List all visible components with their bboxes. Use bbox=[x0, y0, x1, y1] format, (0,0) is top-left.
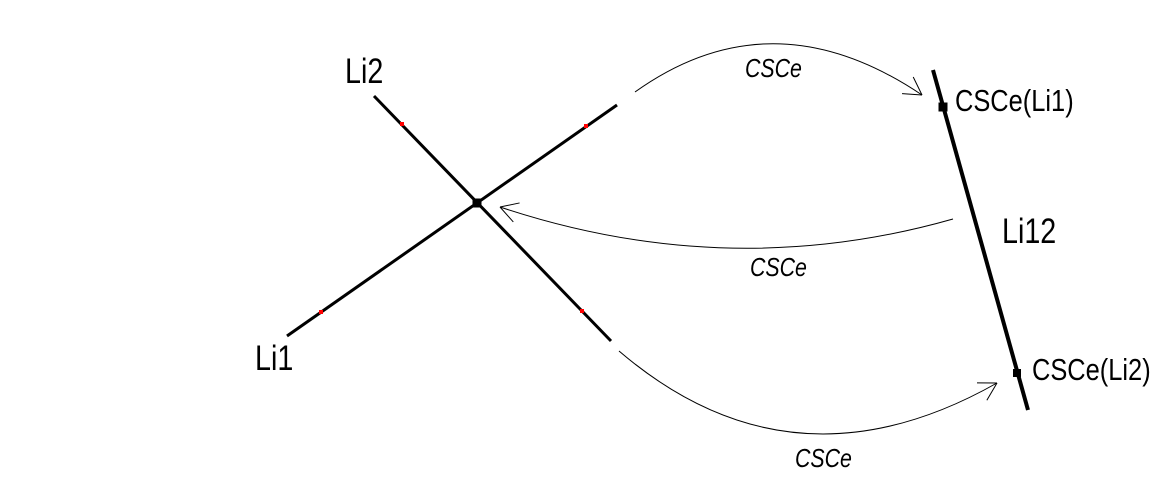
defining-dot-li2-4 bbox=[580, 309, 584, 313]
defining-dot-li1-1 bbox=[319, 310, 323, 314]
csce-arrow-top-barb-1 bbox=[902, 93, 923, 96]
line-li2 bbox=[372, 94, 613, 343]
defining-dot-li1-2 bbox=[584, 124, 588, 128]
csce-arrow-top bbox=[634, 43, 923, 96]
point-csceli2 bbox=[1013, 369, 1021, 377]
point-intersection bbox=[472, 198, 482, 208]
csce-arrow-bottom bbox=[618, 350, 998, 435]
defining-dot-li2-3 bbox=[400, 122, 404, 126]
label-point-csce-li1: CSCe(Li1) bbox=[955, 83, 1074, 118]
label-point-csce-li2: CSCe(Li2) bbox=[1032, 352, 1151, 387]
label-csce-arrow-top: CSCe bbox=[745, 53, 802, 83]
point-csceli1 bbox=[938, 102, 948, 112]
csce-arrow-middle bbox=[499, 206, 954, 249]
line-li12 bbox=[931, 69, 1030, 411]
csce-arrow-top-barb-2 bbox=[912, 76, 923, 96]
label-csce-arrow-bottom: CSCe bbox=[795, 443, 852, 473]
csce-arrow-middle-barb-2 bbox=[499, 206, 514, 223]
line-li1 bbox=[286, 103, 618, 338]
label-line-li1: Li1 bbox=[255, 339, 294, 378]
label-line-li2: Li2 bbox=[345, 52, 384, 91]
csce-arrow-middle-barb-1 bbox=[499, 202, 520, 208]
label-line-li12: Li12 bbox=[1002, 212, 1057, 251]
csce-arrow-bottom-barb-1 bbox=[986, 382, 998, 401]
label-csce-arrow-middle: CSCe bbox=[750, 252, 807, 282]
